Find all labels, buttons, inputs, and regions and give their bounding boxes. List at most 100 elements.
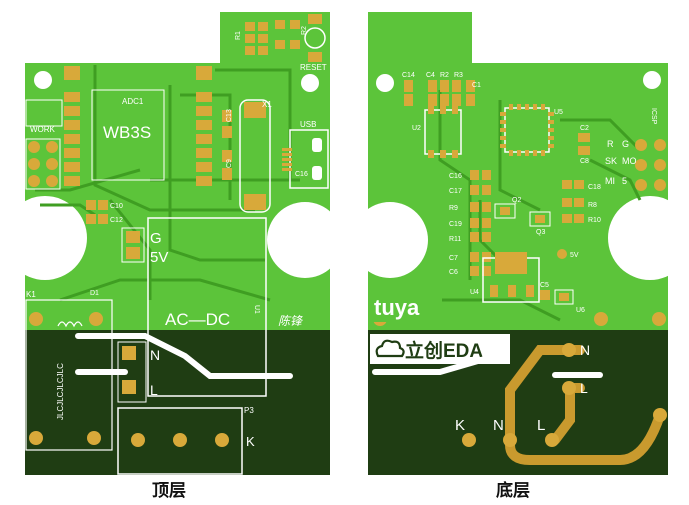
chip-u6 bbox=[554, 289, 574, 305]
top-layer-caption: 顶层 bbox=[152, 481, 186, 501]
cap-c8-label: C8 bbox=[580, 158, 589, 165]
cap-c10-label: C10 bbox=[110, 203, 123, 210]
lceda-logo: 立创EDA bbox=[405, 339, 483, 362]
v5-label: 5V bbox=[150, 249, 168, 266]
right-pad-column bbox=[196, 66, 212, 186]
u6-pad bbox=[559, 293, 569, 301]
usb-label: USB bbox=[300, 120, 316, 129]
reset-pad-bottom bbox=[308, 52, 322, 62]
tuya-logo: tuya bbox=[374, 295, 420, 320]
caps-c18-r8-r10 bbox=[562, 180, 584, 223]
top-traces bbox=[35, 65, 300, 302]
left-connector-pads bbox=[28, 141, 58, 187]
jlc-label: JLCJLCJLCJLC bbox=[56, 363, 65, 420]
crystal-x1 bbox=[239, 99, 271, 213]
u2-label: U2 bbox=[412, 125, 421, 132]
cap-c2-label: C2 bbox=[580, 125, 589, 132]
diode-label: D1 bbox=[90, 290, 99, 297]
n-label: N bbox=[150, 347, 160, 363]
u4-pin-1 bbox=[490, 285, 498, 297]
q2-pad bbox=[500, 207, 510, 215]
bottom-right-relay-pad bbox=[653, 408, 667, 422]
cap-c6-label: C6 bbox=[449, 269, 458, 276]
bottom-left-column-caps bbox=[470, 170, 491, 276]
usb-pads bbox=[282, 148, 292, 171]
cap-c17-label: C17 bbox=[449, 188, 462, 195]
g-pad bbox=[126, 231, 140, 243]
top-mount-hole-right bbox=[267, 202, 343, 278]
pin-label-mi: MI bbox=[605, 176, 615, 186]
p3-pad-1 bbox=[131, 433, 145, 447]
top-small-hole-tr bbox=[301, 74, 319, 92]
bottom-mount-hole-right bbox=[608, 196, 689, 280]
icsp-label: ICSP bbox=[650, 108, 657, 125]
relay-label: K1 bbox=[26, 290, 36, 299]
crystal-label: X1 bbox=[262, 100, 272, 109]
bottom-layer-board: U5 U2 C14 C4 R2 R3 C1 ICSP G MO 5 bbox=[352, 12, 689, 475]
p3-pad-2 bbox=[173, 433, 187, 447]
cap-r8-label: R8 bbox=[588, 202, 597, 209]
u6-label: U6 bbox=[576, 307, 585, 314]
reset-button bbox=[304, 27, 326, 49]
tuya-logo-box bbox=[372, 290, 442, 322]
bottom-side-pad-right-edge bbox=[652, 312, 666, 326]
adc-label: ADC1 bbox=[122, 97, 144, 106]
r-label-2: R2 bbox=[301, 26, 308, 35]
transistor-q3 bbox=[529, 211, 551, 227]
v5-bottom-label: 5V bbox=[570, 252, 579, 259]
caps-c2-c8 bbox=[578, 133, 590, 155]
reset-label: RESET bbox=[300, 63, 327, 72]
bottom-mount-hole-left bbox=[352, 202, 428, 278]
cap-c16-label: C16 bbox=[449, 173, 462, 180]
crystal-pad-bottom bbox=[244, 194, 266, 210]
k-label: K bbox=[246, 434, 255, 449]
bottom-small-hole-tr bbox=[643, 71, 661, 89]
bottom-board-outline bbox=[368, 12, 668, 330]
g-5v-pads bbox=[121, 227, 145, 263]
g-label: G bbox=[150, 230, 162, 247]
chip-u2-pins bbox=[428, 106, 458, 158]
cap-r9-label: R9 bbox=[449, 205, 458, 212]
l-label: L bbox=[150, 382, 158, 398]
bottom-l-pad bbox=[562, 381, 576, 395]
bottom-l-label: L bbox=[580, 380, 588, 396]
u4-pin-3 bbox=[526, 285, 534, 297]
relay-pad-1 bbox=[29, 312, 43, 326]
acdc-label: AC—DC bbox=[165, 310, 230, 329]
relay-coil-symbol bbox=[57, 321, 83, 328]
q3-label: Q3 bbox=[536, 229, 545, 236]
pin-label-5: 5 bbox=[622, 176, 627, 186]
cap-r11-label: R11 bbox=[449, 236, 461, 243]
bottom-n2-pad bbox=[503, 433, 517, 447]
top-mount-hole-left bbox=[3, 196, 87, 280]
u4-label: U4 bbox=[470, 289, 479, 296]
cap-c12-label: C12 bbox=[110, 217, 123, 224]
relay-pad-4 bbox=[87, 431, 101, 445]
transistor-q2 bbox=[494, 203, 516, 219]
reset-pad-top bbox=[308, 14, 322, 24]
u1-label: U1 bbox=[253, 305, 260, 314]
acdc-module bbox=[147, 217, 267, 397]
q3-pad bbox=[535, 215, 545, 223]
work-jumper bbox=[25, 99, 63, 127]
cap-c5 bbox=[540, 290, 550, 300]
bottom-k-pad bbox=[462, 433, 476, 447]
wb3s-module-label: WB3S bbox=[103, 123, 151, 142]
l-pad bbox=[122, 380, 136, 394]
pin-label-mo: MO bbox=[622, 156, 637, 166]
p3-pad-3 bbox=[215, 433, 229, 447]
cap-c18-label: C18 bbox=[588, 184, 601, 191]
v5-pad bbox=[126, 247, 140, 259]
cap-c13-label: C13 bbox=[226, 109, 233, 122]
bottom-layer-caption: 底层 bbox=[496, 481, 530, 501]
wb3s-module-outline bbox=[91, 89, 165, 181]
bottom-n-label: N bbox=[580, 342, 590, 358]
pin-label-r: R bbox=[607, 139, 614, 149]
top-small-hole-tl bbox=[34, 71, 52, 89]
p3-label: P3 bbox=[244, 406, 254, 415]
top-layer-board: WB3S ADC1 WORK bbox=[3, 12, 343, 475]
cap-c7-label: C7 bbox=[449, 255, 458, 262]
cap-r2-label: R2 bbox=[440, 72, 449, 79]
cap-r10-label: R10 bbox=[588, 217, 601, 224]
